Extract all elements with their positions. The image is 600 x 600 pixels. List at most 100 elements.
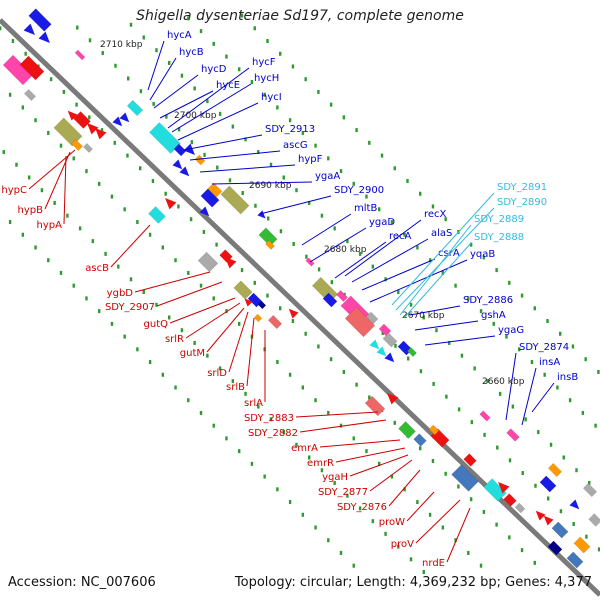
scale-tick	[123, 334, 126, 339]
scale-tick	[295, 188, 298, 193]
scale-tick	[34, 118, 37, 123]
scale-tick	[240, 268, 244, 273]
gene-label-srld: srlD	[207, 368, 227, 379]
leader-line	[167, 67, 250, 129]
scale-tick	[397, 290, 400, 295]
scale-tick	[346, 239, 349, 244]
gene-label-hycb: hycB	[179, 47, 204, 58]
leader-line	[185, 302, 241, 339]
scale-tick	[482, 255, 486, 260]
scale-tick	[422, 315, 425, 320]
gene-label-sdy_2889: SDY_2889	[474, 214, 524, 225]
gene-block	[73, 111, 91, 129]
scale-tick	[352, 181, 355, 186]
scale-tick	[206, 99, 209, 104]
scale-tick	[49, 77, 53, 82]
scale-tick	[193, 86, 196, 91]
scale-tick	[467, 296, 470, 301]
gene-arrow	[387, 393, 399, 405]
gene-arrow	[23, 23, 35, 35]
scale-tick	[136, 220, 139, 225]
scale-tick	[304, 331, 307, 336]
scale-tick	[469, 497, 473, 502]
scale-tick	[562, 455, 565, 460]
leader-line	[403, 242, 472, 319]
gene-arrow	[543, 515, 554, 526]
scale-tick	[327, 538, 330, 543]
scale-label: 2690 kbp	[249, 181, 292, 191]
scale-tick	[97, 181, 101, 186]
scale-tick	[431, 204, 435, 209]
scale-tick	[276, 487, 279, 492]
leader-line	[295, 411, 379, 418]
scale-tick	[288, 500, 292, 505]
leader-line	[415, 499, 461, 544]
scale-tick	[167, 60, 171, 65]
scale-tick	[597, 547, 600, 552]
scale-tick	[314, 143, 317, 148]
scale-tick	[445, 394, 448, 399]
scale-tick	[330, 280, 334, 285]
scale-tick	[546, 319, 549, 324]
scale-tick	[432, 381, 435, 386]
scale-tick	[508, 280, 511, 285]
scale-tick	[498, 391, 502, 396]
scale-tick	[365, 449, 368, 454]
gene-label-sdy_2913: SDY_2913	[265, 124, 315, 135]
gene-block	[451, 464, 479, 492]
gene-arrow	[225, 257, 237, 269]
scale-tick	[406, 356, 410, 361]
scale-tick	[393, 420, 396, 425]
scale-tick	[520, 293, 524, 298]
scale-tick	[416, 245, 419, 250]
scale-tick	[492, 321, 495, 326]
scale-tick	[495, 522, 498, 527]
scale-tick	[187, 16, 190, 21]
leader-line	[183, 134, 263, 151]
gene-block	[207, 182, 223, 198]
leader-line	[344, 219, 422, 277]
leader-line	[259, 195, 332, 215]
scale-tick	[129, 22, 133, 27]
scale-tick	[339, 423, 343, 428]
gene-arrow	[67, 110, 78, 121]
scale-tick	[180, 328, 184, 333]
gene-block	[566, 551, 584, 569]
leader-line	[63, 155, 67, 225]
scale-tick	[253, 280, 256, 285]
scale-tick	[288, 372, 292, 377]
gene-label-gsha: gshA	[481, 310, 506, 321]
scale-tick	[533, 306, 536, 311]
scale-tick	[276, 105, 279, 110]
gene-block	[479, 410, 491, 422]
gene-label-recx: recX	[424, 209, 447, 220]
scale-tick	[263, 474, 266, 479]
leader-line	[409, 305, 461, 316]
scale-tick	[381, 331, 384, 336]
leader-line	[246, 317, 255, 387]
leader-line	[28, 149, 76, 190]
leader-line	[349, 454, 409, 477]
scale-tick	[448, 340, 451, 345]
scale-tick	[419, 191, 422, 196]
scale-tick	[199, 410, 203, 415]
gene-label-hyci: hycI	[261, 92, 282, 103]
scale-tick	[384, 531, 387, 536]
scale-tick	[329, 357, 333, 362]
scale-tick	[394, 343, 397, 348]
scale-tick	[342, 115, 346, 120]
leader-line	[361, 258, 436, 291]
scale-tick	[304, 77, 307, 82]
accession-text: Accession: NC_007606	[8, 575, 156, 590]
gene-block	[83, 143, 93, 153]
gene-block	[382, 332, 398, 348]
gene-label-sdy_2882: SDY_2882	[248, 428, 298, 439]
scale-tick	[279, 51, 282, 56]
scale-tick	[151, 179, 155, 184]
scale-tick	[457, 484, 460, 489]
gene-label-prov: proV	[391, 539, 414, 550]
gene-label-sdy_2890: SDY_2890	[497, 197, 547, 208]
gene-block	[258, 227, 278, 247]
scale-tick	[148, 232, 152, 237]
gene-block	[547, 462, 563, 478]
